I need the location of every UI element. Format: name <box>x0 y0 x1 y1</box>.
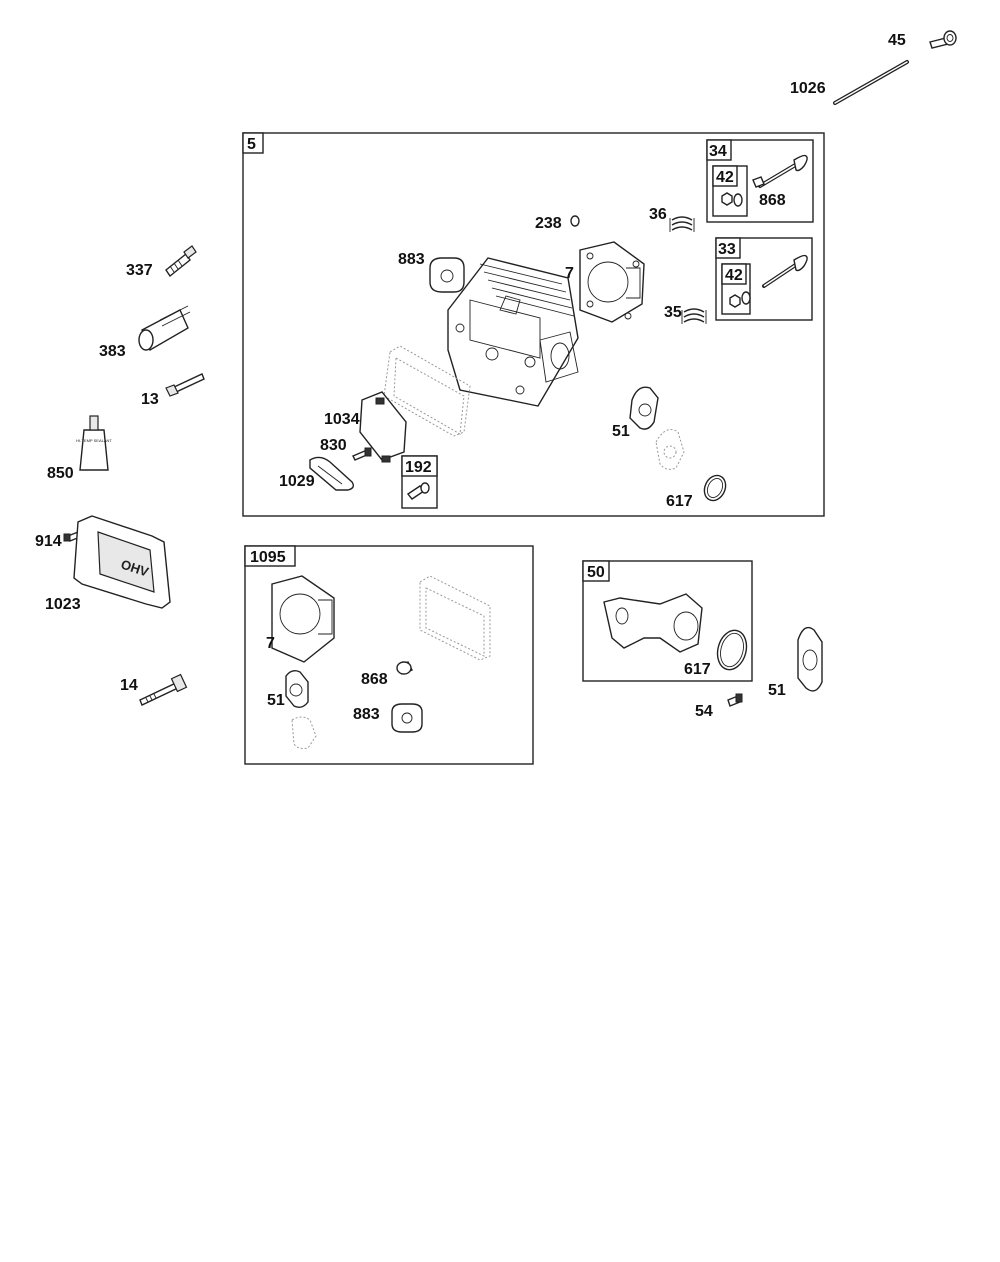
sealant-tube-lettering: HI-TEMP SEALANT <box>76 438 112 443</box>
callout-883-kit5: 883 <box>398 251 425 268</box>
callout-617-kit5: 617 <box>666 493 693 510</box>
part-1023-valve-cover[interactable]: OHV <box>73 515 171 609</box>
part-35-valve-spring[interactable] <box>681 308 707 324</box>
part-45-bolt[interactable] <box>929 30 957 49</box>
callout-51-kit1095: 51 <box>267 692 285 709</box>
callout-1023: 1023 <box>45 596 81 613</box>
part-34-valve-keepers[interactable] <box>721 192 743 207</box>
kit-box-5: 5 <box>242 132 825 517</box>
part-insulator-kit5[interactable] <box>655 429 685 470</box>
callout-868-kit1095: 868 <box>361 671 388 688</box>
callout-830: 830 <box>320 437 347 454</box>
kit-1095-label: 1095 <box>250 549 286 566</box>
part-51-gasket-kit1095[interactable] <box>285 669 309 709</box>
sub-box-33: 33 42 <box>715 237 813 321</box>
part-36-valve-spring[interactable] <box>669 216 695 232</box>
part-7-head-gasket[interactable] <box>579 241 645 323</box>
part-50-intake-manifold[interactable] <box>603 593 703 653</box>
callout-7-kit1095: 7 <box>266 635 275 652</box>
callout-1026: 1026 <box>790 80 826 97</box>
part-51-gasket-kit5[interactable] <box>629 386 659 430</box>
callout-45: 45 <box>888 32 906 49</box>
part-868-seal-kit1095[interactable] <box>396 661 413 675</box>
part-valve-cover-gasket-kit5[interactable] <box>383 345 471 437</box>
callout-51-kit5: 51 <box>612 423 630 440</box>
callout-1029: 1029 <box>279 473 315 490</box>
part-337-spark-plug[interactable] <box>165 245 197 278</box>
sub-33-inner-label: 42 <box>725 267 743 284</box>
part-valve-cover-gasket-kit1095[interactable] <box>419 575 491 661</box>
kit-box-1095: 1095 <box>244 545 534 765</box>
callout-883-kit1095: 883 <box>353 706 380 723</box>
kit-50-label: 50 <box>587 564 605 581</box>
callout-36: 36 <box>649 206 667 223</box>
part-830-screw[interactable] <box>352 447 372 461</box>
part-1029-breather-tube[interactable] <box>309 456 355 491</box>
sub-192-label: 192 <box>405 459 432 476</box>
sub-34-label: 34 <box>709 143 727 160</box>
part-14-stud[interactable] <box>139 673 188 706</box>
part-617-oring-kit5[interactable] <box>700 472 729 504</box>
part-883-gasket-kit1095[interactable] <box>391 703 423 733</box>
part-33-intake-valve[interactable] <box>762 254 808 288</box>
sub-box-34: 34 42 <box>706 139 814 223</box>
cylinder-head[interactable] <box>447 257 579 407</box>
callout-337: 337 <box>126 262 153 279</box>
part-1034-breather[interactable] <box>359 391 407 463</box>
callout-7-kit5: 7 <box>565 265 574 282</box>
part-850-sealant-tube[interactable]: HI-TEMP SEALANT <box>76 415 112 471</box>
callout-13: 13 <box>141 391 159 408</box>
callout-238: 238 <box>535 215 562 232</box>
callout-914: 914 <box>35 533 62 550</box>
part-1026-push-rod[interactable] <box>833 60 909 105</box>
callout-868-kit5: 868 <box>759 192 786 209</box>
sub-34-inner-label: 42 <box>716 169 734 186</box>
callout-35: 35 <box>664 304 682 321</box>
part-7-head-gasket-kit1095[interactable] <box>271 575 335 663</box>
part-13-bolt[interactable] <box>165 373 205 397</box>
part-192-fitting[interactable] <box>406 482 430 500</box>
callout-54: 54 <box>695 703 713 720</box>
callout-51-loose: 51 <box>768 682 786 699</box>
sub-33-label: 33 <box>718 241 736 258</box>
kit-box-50: 50 <box>582 560 753 682</box>
part-54-screw[interactable] <box>727 693 743 707</box>
part-insulator-kit1095[interactable] <box>291 716 317 749</box>
part-617-oring-kit50[interactable] <box>713 627 750 673</box>
callout-850: 850 <box>47 465 74 482</box>
callout-383: 383 <box>99 343 126 360</box>
part-238-ball[interactable] <box>570 215 580 227</box>
part-51-gasket-loose[interactable] <box>797 626 823 692</box>
part-868-valve-seal[interactable] <box>752 176 765 188</box>
part-383-ignition-module[interactable] <box>138 305 191 352</box>
kit-5-label: 5 <box>247 136 256 153</box>
callout-14: 14 <box>120 677 138 694</box>
sub-box-192: 192 <box>401 455 438 509</box>
callout-617-kit50: 617 <box>684 661 711 678</box>
part-34-exhaust-valve[interactable] <box>758 154 808 188</box>
part-33-valve-keepers[interactable] <box>729 291 751 308</box>
part-883-intake-gasket[interactable] <box>429 257 465 293</box>
callout-1034: 1034 <box>324 411 360 428</box>
